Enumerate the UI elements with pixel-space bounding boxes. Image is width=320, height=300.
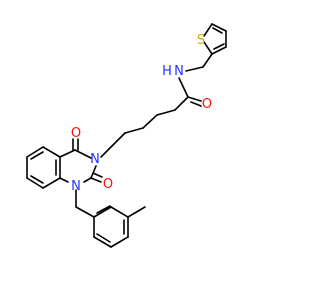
bond-c2-c3 <box>211 46 227 55</box>
bond-carbonyl-o <box>187 96 202 102</box>
bond-n1-c2 <box>83 177 92 183</box>
bond-carbonyl-o-double <box>190 101 202 107</box>
bond-c7-c8-double <box>30 175 44 184</box>
atom-nitrogen-n3: N <box>90 152 100 167</box>
bond-ar-2-3 <box>110 206 129 218</box>
bond-chain-n3 <box>100 145 113 158</box>
atom-oxygen-c4: O <box>71 126 81 141</box>
bond-chain-3 <box>142 114 158 129</box>
bond-chain-2 <box>156 109 176 116</box>
bond-c4a-c5 <box>42 146 61 158</box>
atom-nitrogen-n1: N <box>71 179 81 194</box>
bond-c5-s <box>203 23 213 37</box>
bond-c8a-n1 <box>59 177 69 183</box>
bond-c2-o <box>90 177 102 183</box>
bond-ar-5-6-double <box>96 233 111 243</box>
bond-c7-c8 <box>26 177 44 189</box>
atom-oxygen-c2: O <box>103 177 113 192</box>
bond-s-c2 <box>203 41 213 55</box>
bond-c4-c5-double <box>212 27 223 34</box>
bond-chain-5 <box>111 132 126 147</box>
bond-c4-c4a <box>59 149 76 158</box>
bond-chain-4 <box>124 127 144 134</box>
bond-ar-1-2-double <box>96 205 111 214</box>
atom-sulfur: S <box>197 33 205 48</box>
bond-c2-c3-double <box>213 43 225 50</box>
bond-c2-o-double <box>92 172 103 178</box>
bond-ar-4-5 <box>110 236 129 248</box>
bond-c2-ch2 <box>202 53 213 68</box>
atom-nitrogen-amide: N <box>174 64 184 79</box>
bond-ar-5-6 <box>93 236 112 248</box>
bonds <box>26 23 227 248</box>
bond-c8-c8a <box>42 177 61 189</box>
bond-ar-1-2 <box>93 206 112 218</box>
atom-labels: S N H O N O O N <box>71 33 212 194</box>
atom-oxygen-amide: O <box>202 97 212 112</box>
bond-c4-c5 <box>211 23 227 32</box>
bond-chain-1 <box>174 96 189 111</box>
bond-n3-c4 <box>74 149 92 159</box>
bond-c2-n3 <box>90 165 97 179</box>
bond-ch2-n <box>185 66 204 72</box>
bond-c5-c6 <box>26 146 44 158</box>
molecule-structure: S N H O N O O N <box>26 23 227 248</box>
bond-ch2-ar <box>75 206 95 218</box>
bond-n-carbonyl <box>178 77 189 98</box>
atom-hydrogen-amide: H <box>162 64 172 79</box>
bond-c5-c6-double <box>30 151 44 160</box>
bond-ar-methyl <box>127 206 146 218</box>
